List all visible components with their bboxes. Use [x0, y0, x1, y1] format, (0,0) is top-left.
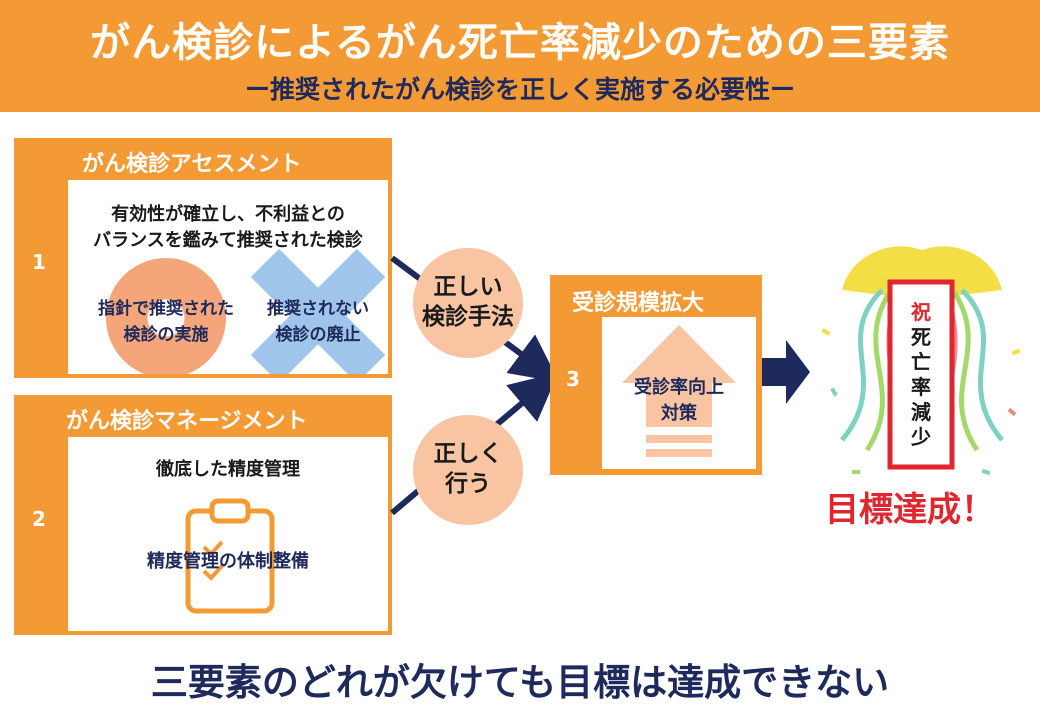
- management-label: 精度管理の体制整備: [147, 551, 309, 572]
- header-banner: がん検診によるがん死亡率減少のための三要素 ー推奨されたがん検診を正しく実施する…: [0, 0, 1040, 112]
- not-recommended-label-line1: 推奨されない: [267, 299, 369, 319]
- goal-achieved-label: 目標達成！: [825, 490, 995, 530]
- banner-text: 祝 死 亡 率 減 少: [896, 300, 946, 450]
- panel-expansion-number: 3: [566, 367, 580, 391]
- arrow-to-goal: [762, 340, 810, 404]
- panel-management: がん検診マネージメント 2 徹底した精度管理 精度管理の体制整備: [14, 395, 392, 635]
- correct-execution-label: 正しく 行う: [413, 415, 523, 525]
- panel-expansion-title: 受診規模拡大: [572, 291, 705, 316]
- management-description: 徹底した精度管理: [156, 459, 300, 480]
- not-recommended-label-line2: 検診の廃止: [275, 325, 361, 345]
- banner-char-2: 亡: [911, 350, 931, 374]
- banner-char-5: 少: [911, 425, 931, 449]
- panel-management-title: がん検診マネージメント: [66, 409, 308, 434]
- expansion-label-line1: 受診率向上: [634, 377, 724, 398]
- panel-assessment-number: 1: [32, 250, 46, 274]
- correct-method-line1: 正しい: [433, 274, 503, 301]
- panel-assessment: がん検診アセスメント 1 有効性が確立し、不利益との バランスを鑑みて推奨された…: [14, 138, 392, 378]
- page-title: がん検診によるがん死亡率減少のための三要素: [90, 20, 950, 66]
- page-subtitle: ー推奨されたがん検診を正しく実施する必要性ー: [244, 75, 795, 104]
- panel-assessment-title: がん検診アセスメント: [82, 152, 302, 177]
- kusudama-illustration: [821, 246, 1021, 476]
- assessment-description-line2: バランスを鑑みて推奨された検診: [93, 230, 363, 251]
- recommended-label-line2: 検診の実施: [123, 325, 209, 345]
- correct-execution-line1: 正しく: [433, 441, 503, 468]
- panel-management-body: 徹底した精度管理 精度管理の体制整備: [68, 437, 388, 631]
- up-arrow-icon: [622, 325, 736, 457]
- correct-method-line2: 検診手法: [422, 304, 514, 330]
- banner-char-3: 率: [911, 375, 931, 399]
- assessment-description-line1: 有効性が確立し、不利益との: [111, 204, 345, 225]
- panel-expansion-body: 受診率向上 対策: [602, 317, 756, 469]
- expansion-label-line2: 対策: [661, 403, 697, 424]
- ring-icon: [106, 258, 226, 374]
- correct-method-label: 正しい 検診手法: [413, 248, 523, 358]
- banner-char-4: 減: [911, 400, 931, 424]
- footer-message: 三要素のどれが欠けても目標は達成できない: [150, 661, 890, 704]
- clipboard-icon: [185, 498, 275, 614]
- banner-char-1: 死: [911, 325, 931, 349]
- correct-execution-line2: 行う: [445, 471, 491, 497]
- banner-mark: 祝: [911, 300, 931, 324]
- panel-management-number: 2: [32, 507, 46, 531]
- panel-expansion: 受診規模拡大 3 受診率向上 対策: [550, 275, 762, 475]
- recommended-label-line1: 指針で推奨された: [98, 299, 234, 319]
- panel-assessment-body: 有効性が確立し、不利益との バランスを鑑みて推奨された検診 指針で推奨された 検…: [68, 180, 388, 374]
